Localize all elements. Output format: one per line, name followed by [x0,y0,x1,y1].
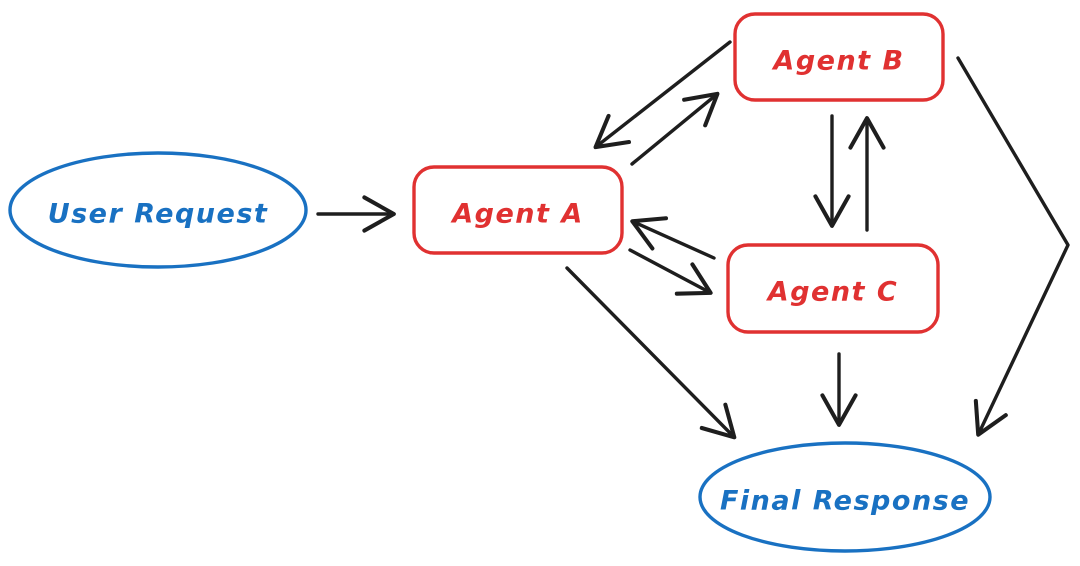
user-request-label: User Request [48,199,269,230]
final-response-label: Final Response [720,486,970,517]
arrow-agent-a-to-agent-c [628,248,713,296]
arrow-agent-b-to-final-response [956,56,1070,437]
node-agent-a: Agent A [412,165,624,255]
arrow-agent-c-to-agent-a [630,216,716,260]
arrow-agent-b-to-agent-a [593,40,732,150]
nodes-group: User Request Agent A Agent B Agent C Fin… [8,12,992,553]
agent-c-label: Agent C [766,277,898,308]
agent-a-label: Agent A [450,199,583,230]
edges-group [316,40,1070,440]
arrow-agent-a-to-agent-b [630,91,720,166]
node-agent-c: Agent C [726,243,940,334]
agent-b-label: Agent B [771,46,904,77]
agent-c-box [726,243,940,334]
agent-a-box [412,165,624,255]
arrow-agent-a-to-final-response [565,266,737,440]
agent-b-box [733,12,945,102]
node-user-request: User Request [8,151,308,269]
final-response-ellipse [698,441,992,553]
user-request-ellipse [8,151,308,269]
node-final-response: Final Response [698,441,992,553]
node-agent-b: Agent B [733,12,945,102]
